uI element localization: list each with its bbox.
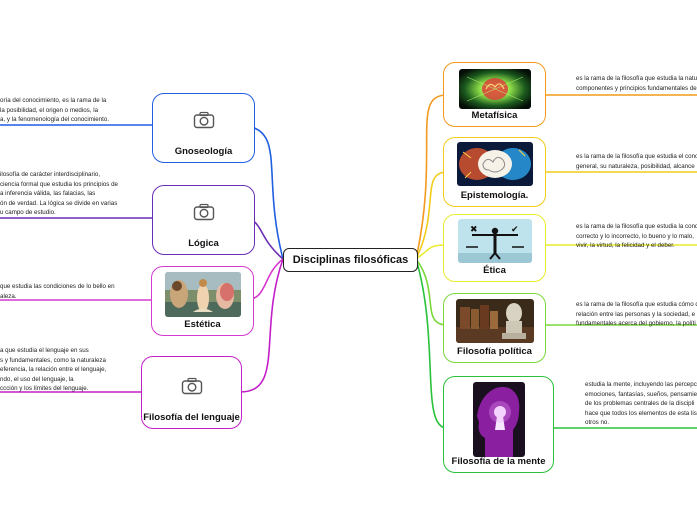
note-metafisica: es la rama de la filosofía que estudia l… <box>576 75 697 92</box>
painting-image <box>164 272 241 317</box>
topic-title: Gnoseología <box>174 146 233 157</box>
branch-mente <box>415 258 697 429</box>
camera-icon <box>192 110 216 130</box>
note-filosofia-de-la-mente: estudia la mente, incluyendo las percepc… <box>585 381 697 426</box>
head-keyhole-image <box>472 382 525 457</box>
note-estetica: que estudia las condiciones de lo bello … <box>0 283 115 300</box>
note-filosofia-del-lenguaje: a que estudia el lenguaje en sus s y fun… <box>0 347 107 392</box>
topic-title: Filosofía de la mente <box>451 456 546 467</box>
svg-text:✖: ✖ <box>470 225 478 235</box>
topic-title: Estética <box>184 319 221 330</box>
note-filosofia-politica: es la rama de la filosofía que estudia c… <box>576 301 697 327</box>
topic-estetica[interactable]: Estética <box>151 266 254 336</box>
books-bust-image <box>455 299 534 343</box>
camera-icon <box>192 202 216 222</box>
note-gnoseologia: oría del conocimiento, es la rama de la … <box>0 97 110 123</box>
note-etica: es la rama de la filosofía que estudia l… <box>576 223 697 249</box>
topic-title: Filosofía política <box>457 346 532 357</box>
topic-title: Filosofía del lenguaje <box>143 412 240 423</box>
topic-filosofia-politica[interactable]: Filosofía política <box>443 293 546 363</box>
camera-icon <box>180 376 204 396</box>
central-topic[interactable]: Disciplinas filosóficas <box>283 248 418 272</box>
svg-text:✔: ✔ <box>511 225 519 235</box>
central-topic-label: Disciplinas filosóficas <box>292 254 409 266</box>
branch-metafisica <box>415 94 697 260</box>
topic-title: Ética <box>483 265 506 276</box>
topic-filosofia-de-la-mente[interactable]: Filosofía de la mente <box>443 376 554 473</box>
topic-title: Epistemología. <box>460 190 529 201</box>
branch-lenguaje <box>0 258 284 393</box>
note-logica: ilosofía de carácter interdisciplinario,… <box>0 171 118 216</box>
colorful-brain-image <box>456 142 533 186</box>
glowing-brain-image <box>458 69 531 109</box>
topic-gnoseologia[interactable]: Gnoseología <box>152 93 255 163</box>
note-epistemologia: es la rama de la filosofía que estudia e… <box>576 153 697 170</box>
topic-metafisica[interactable]: Metafísica <box>443 62 546 127</box>
topic-logica[interactable]: Lógica <box>152 185 255 255</box>
balance-figure-image: ✖ ✔ <box>457 219 532 263</box>
topic-filosofia-del-lenguaje[interactable]: Filosofía del lenguaje <box>141 356 242 429</box>
topic-etica[interactable]: ✖ ✔ Ética <box>443 214 546 282</box>
topic-title: Lógica <box>188 238 219 249</box>
topic-epistemologia[interactable]: Epistemología. <box>443 137 546 207</box>
topic-title: Metafísica <box>471 110 518 121</box>
